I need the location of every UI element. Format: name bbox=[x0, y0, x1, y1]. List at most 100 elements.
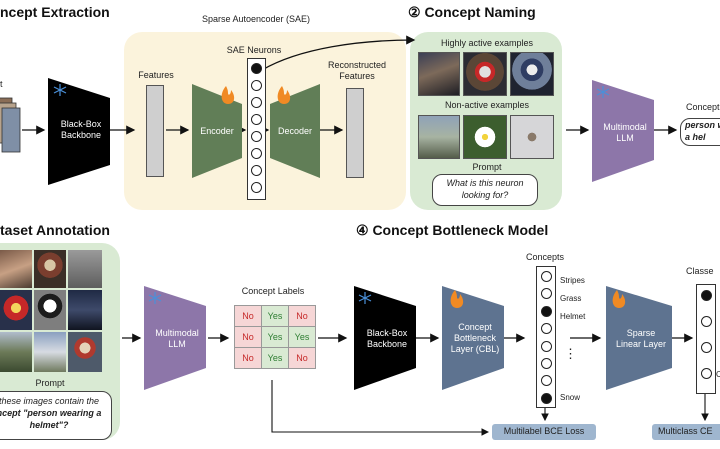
snowflake-icon bbox=[358, 292, 372, 304]
annotation-image bbox=[0, 332, 32, 372]
annotation-image bbox=[68, 290, 102, 330]
cbl-label: Concept Bottleneck Layer (CBL) bbox=[450, 322, 500, 354]
label-grid-cell: Yes bbox=[261, 305, 289, 327]
neuron bbox=[251, 80, 262, 91]
ce-loss-box: Multiclass CE bbox=[652, 424, 720, 440]
section-title-concept-extraction: ncept Extraction bbox=[0, 4, 110, 20]
class-label-fragment: C bbox=[716, 370, 720, 379]
annotation-image bbox=[68, 250, 102, 288]
neuron bbox=[700, 342, 712, 353]
neuron bbox=[540, 271, 552, 282]
non-active-example-image-3 bbox=[510, 115, 554, 159]
section-title-dataset-annotation: taset Annotation bbox=[0, 222, 110, 238]
highly-active-label: Highly active examples bbox=[440, 38, 534, 48]
neuron bbox=[540, 392, 552, 404]
neuron bbox=[540, 305, 552, 317]
decoder-label: Decoder bbox=[277, 126, 313, 136]
label-grid-cell: Yes bbox=[288, 326, 316, 348]
concept-neuron-column bbox=[536, 266, 556, 408]
neuron bbox=[540, 323, 552, 335]
non-active-example-image-2 bbox=[463, 115, 507, 159]
input-label-fragment: t bbox=[0, 79, 3, 89]
annotation-prompt-line-1: these images contain the bbox=[0, 396, 100, 406]
snowflake-icon bbox=[148, 292, 162, 304]
input-image-stack bbox=[0, 97, 21, 153]
bce-loss-box: Multilabel BCE Loss bbox=[492, 424, 596, 440]
label-grid-cell: No bbox=[288, 347, 316, 369]
annotation-prompt-line-2: ncept "person wearing a bbox=[0, 408, 102, 418]
class-neuron-column bbox=[696, 284, 716, 394]
active-example-image-2 bbox=[463, 52, 507, 96]
backbone-trapezoid-top bbox=[48, 78, 110, 185]
backbone-trapezoid-bottom bbox=[354, 286, 416, 390]
sae-neurons-label: SAE Neurons bbox=[226, 45, 282, 55]
llm-label-top: Multimodal LLM bbox=[603, 122, 647, 143]
encoder-trapezoid bbox=[192, 84, 242, 178]
annotation-image bbox=[68, 332, 102, 372]
label-grid-cell: No bbox=[234, 326, 262, 348]
annotation-image bbox=[34, 290, 66, 330]
non-active-label: Non-active examples bbox=[444, 100, 530, 110]
cbl-trapezoid bbox=[442, 286, 504, 390]
concept-ellipsis: ⋮ bbox=[564, 346, 577, 361]
naming-prompt-label: Prompt bbox=[472, 162, 502, 172]
concept-name-box: person w a hel bbox=[680, 118, 720, 146]
fire-icon bbox=[612, 290, 626, 308]
concept-labels-title: Concept Labels bbox=[241, 286, 305, 296]
label-grid-cell: No bbox=[234, 347, 262, 369]
snowflake-icon bbox=[53, 84, 67, 96]
sparse-layer-label: Sparse Linear Layer bbox=[615, 328, 667, 349]
label-grid-cell: No bbox=[288, 305, 316, 327]
neuron bbox=[251, 131, 262, 142]
sae-title: Sparse Autoencoder (SAE) bbox=[201, 14, 311, 24]
section-title-concept-bottleneck-model: ④ Concept Bottleneck Model bbox=[356, 222, 549, 238]
concept-label-fragment: Concept bbox=[686, 102, 720, 112]
sparse-layer-trapezoid bbox=[606, 286, 672, 390]
decoder-trapezoid bbox=[270, 84, 320, 178]
concept-name-grass: Grass bbox=[560, 294, 582, 303]
concept-name-stripes: Stripes bbox=[560, 276, 585, 285]
features-bar bbox=[146, 85, 164, 177]
annotation-image bbox=[0, 290, 32, 330]
neuron bbox=[251, 63, 262, 74]
neuron bbox=[700, 368, 712, 379]
fire-icon bbox=[221, 86, 235, 104]
fire-icon bbox=[277, 86, 291, 104]
active-example-image-3 bbox=[510, 52, 554, 96]
arrow-labels-to-bce bbox=[271, 380, 490, 436]
label-grid-cell: Yes bbox=[261, 326, 289, 348]
annotation-prompt-label: Prompt bbox=[35, 378, 65, 388]
neuron bbox=[251, 148, 262, 159]
annotation-prompt-box: these images contain the ncept "person w… bbox=[0, 391, 112, 440]
annotation-prompt-line-3: helmet"? bbox=[29, 420, 69, 430]
neuron bbox=[251, 182, 262, 193]
label-grid-cell: No bbox=[234, 305, 262, 327]
concept-name-snow: Snow bbox=[560, 393, 581, 402]
reconstructed-features-bar bbox=[346, 88, 364, 178]
annotation-image bbox=[34, 250, 66, 288]
backbone-label-bottom: Black-Box Backbone bbox=[366, 328, 408, 349]
neuron bbox=[251, 165, 262, 176]
active-example-image-1 bbox=[418, 52, 460, 96]
encoder-label: Encoder bbox=[200, 126, 234, 136]
non-active-example-image-1 bbox=[418, 115, 460, 159]
neuron bbox=[251, 114, 262, 125]
naming-prompt-box: What is this neuron looking for? bbox=[432, 174, 538, 206]
neuron bbox=[540, 375, 552, 387]
annotation-image bbox=[0, 250, 32, 288]
neuron bbox=[700, 316, 712, 327]
concept-name-helmet: Helmet bbox=[560, 312, 586, 321]
annotation-image-grid bbox=[0, 250, 102, 372]
fire-icon bbox=[450, 290, 464, 308]
neuron bbox=[540, 358, 552, 369]
neuron bbox=[540, 288, 552, 300]
llm-label-bottom: Multimodal LLM bbox=[155, 328, 199, 349]
llm-trapezoid-top bbox=[592, 80, 654, 182]
neuron bbox=[540, 340, 552, 352]
reconstructed-features-label: Reconstructed Features bbox=[327, 60, 387, 81]
